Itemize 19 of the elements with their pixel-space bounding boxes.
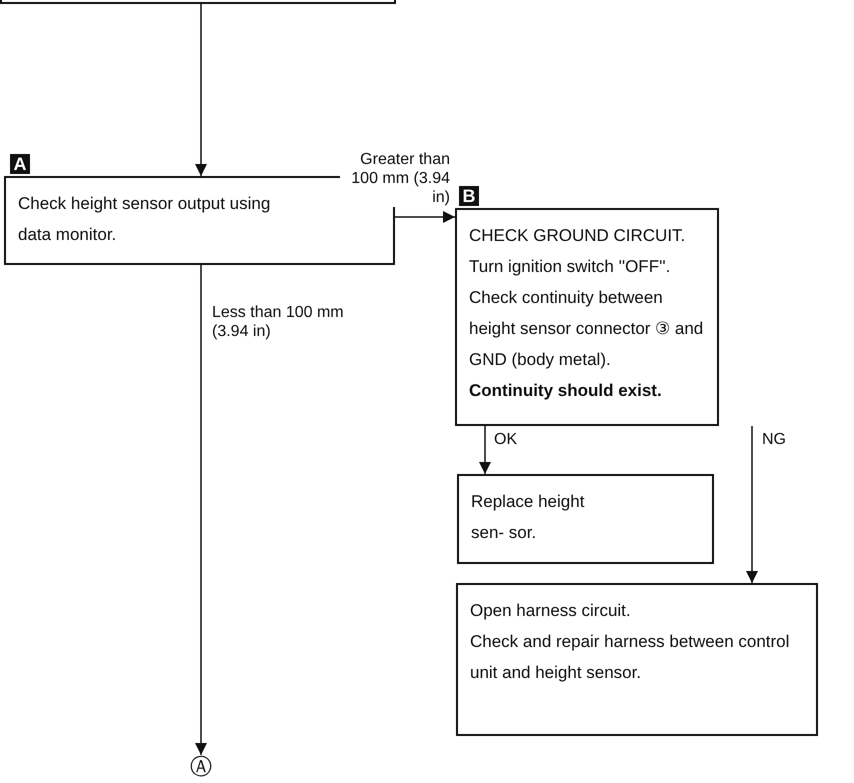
instruction-text: Turn ignition switch ''OFF''. <box>469 256 672 278</box>
instruction-text: Continuity should exist. <box>469 380 663 402</box>
step-badge: B <box>459 186 479 206</box>
arrow <box>195 265 207 755</box>
arrow <box>746 426 758 583</box>
edge-label: Greater than 100 mm (3.94 in) <box>340 150 450 207</box>
instruction-text: CHECK GROUND CIRCUIT. <box>469 225 686 247</box>
connector-symbol: Ⓐ <box>189 755 213 779</box>
step-badge: A <box>10 154 30 174</box>
instruction-text: Replace height sen- sor. <box>471 491 586 544</box>
instruction-text: Check height sensor output using data monitor. <box>18 193 272 246</box>
arrow <box>479 426 491 474</box>
instruction-text: Check continuity between height sensor connector ③ and GND (body metal). <box>469 287 704 371</box>
process-box <box>457 474 714 564</box>
instruction-text: Check and repair harness between control unit and height sensor. <box>470 631 790 684</box>
arrow <box>395 211 455 223</box>
instruction-text: Open harness circuit. <box>470 600 632 622</box>
arrow <box>195 4 207 176</box>
process-box <box>456 583 818 736</box>
